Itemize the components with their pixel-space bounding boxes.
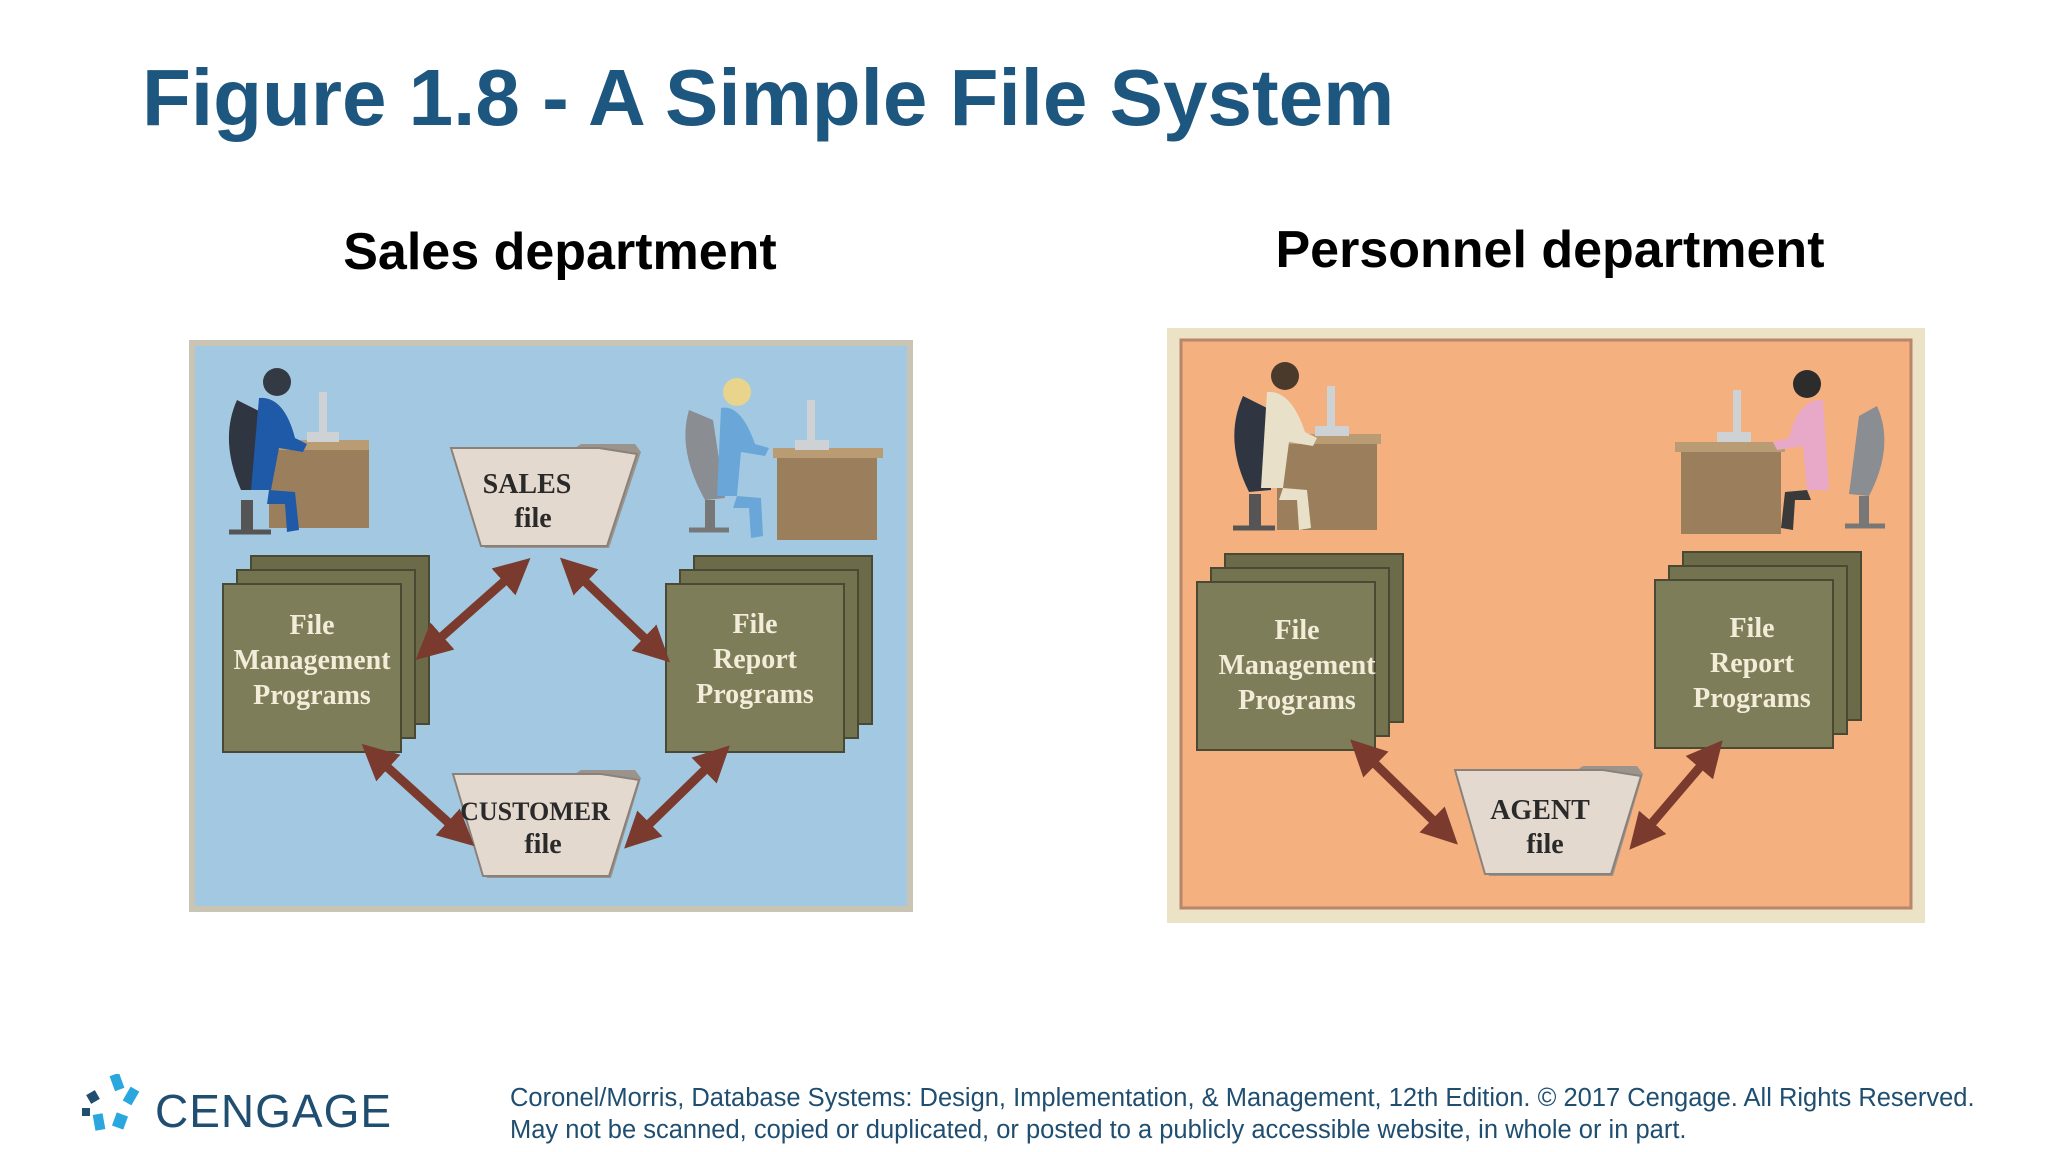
programs-label-line2: Management: [233, 645, 391, 676]
programs-label-line3: Programs: [1238, 685, 1356, 716]
programs-label-line2: Report: [1710, 648, 1795, 679]
agent-file-label-line1: AGENT: [1490, 795, 1590, 826]
worker-at-desk-icon: [228, 368, 369, 535]
agent-file-folder: AGENT file: [1453, 766, 1643, 876]
sales-file-folder: SALES file: [449, 444, 641, 548]
copyright-line-2: May not be scanned, copied or duplicated…: [510, 1116, 1687, 1144]
programs-label-line1: File: [1729, 613, 1774, 644]
worker-at-desk-icon: [1233, 362, 1381, 531]
sales-file-label-line2: file: [514, 503, 551, 534]
programs-label-line2: Report: [713, 644, 798, 675]
programs-label-line3: Programs: [253, 680, 371, 711]
programs-label-line2: Management: [1218, 650, 1376, 681]
programs-label-line1: File: [1274, 615, 1319, 646]
data-flow-arrows: [1350, 739, 1723, 850]
sales-file-label-line1: SALES: [483, 469, 572, 500]
slide-title: Figure 1.8 - A Simple File System: [142, 53, 1395, 142]
cengage-brand-name: CENGAGE: [155, 1085, 393, 1137]
copyright-line-1: Coronel/Morris, Database Systems: Design…: [510, 1084, 1975, 1112]
personnel-department-heading: Personnel department: [1275, 221, 1825, 279]
programs-label-line1: File: [289, 610, 334, 641]
worker-at-desk-icon: [1675, 370, 1885, 534]
programs-label-line3: Programs: [1693, 683, 1811, 714]
customer-file-label-line1: CUSTOMER: [460, 797, 610, 826]
programs-label-line3: Programs: [696, 679, 814, 710]
worker-at-desk-icon: [685, 378, 883, 540]
sales-department-heading: Sales department: [343, 223, 777, 281]
file-report-programs-stack: File Report Programs: [665, 555, 873, 753]
file-management-programs-stack: File Management Programs: [222, 555, 430, 753]
file-report-programs-stack: File Report Programs: [1654, 551, 1862, 749]
programs-label-line1: File: [732, 609, 777, 640]
agent-file-label-line2: file: [1526, 829, 1563, 860]
file-management-programs-stack: File Management Programs: [1196, 553, 1404, 751]
cengage-logo-icon: [82, 1074, 140, 1131]
personnel-department-diagram: File Management Programs File Report Pro…: [1167, 328, 1925, 923]
sales-department-diagram: SALES file File Management Programs File…: [189, 340, 913, 912]
copyright-notice: Coronel/Morris, Database Systems: Design…: [510, 1082, 1975, 1146]
data-flow-arrows: [361, 557, 730, 849]
customer-file-label-line2: file: [524, 829, 561, 860]
customer-file-folder: CUSTOMER file: [451, 770, 641, 878]
